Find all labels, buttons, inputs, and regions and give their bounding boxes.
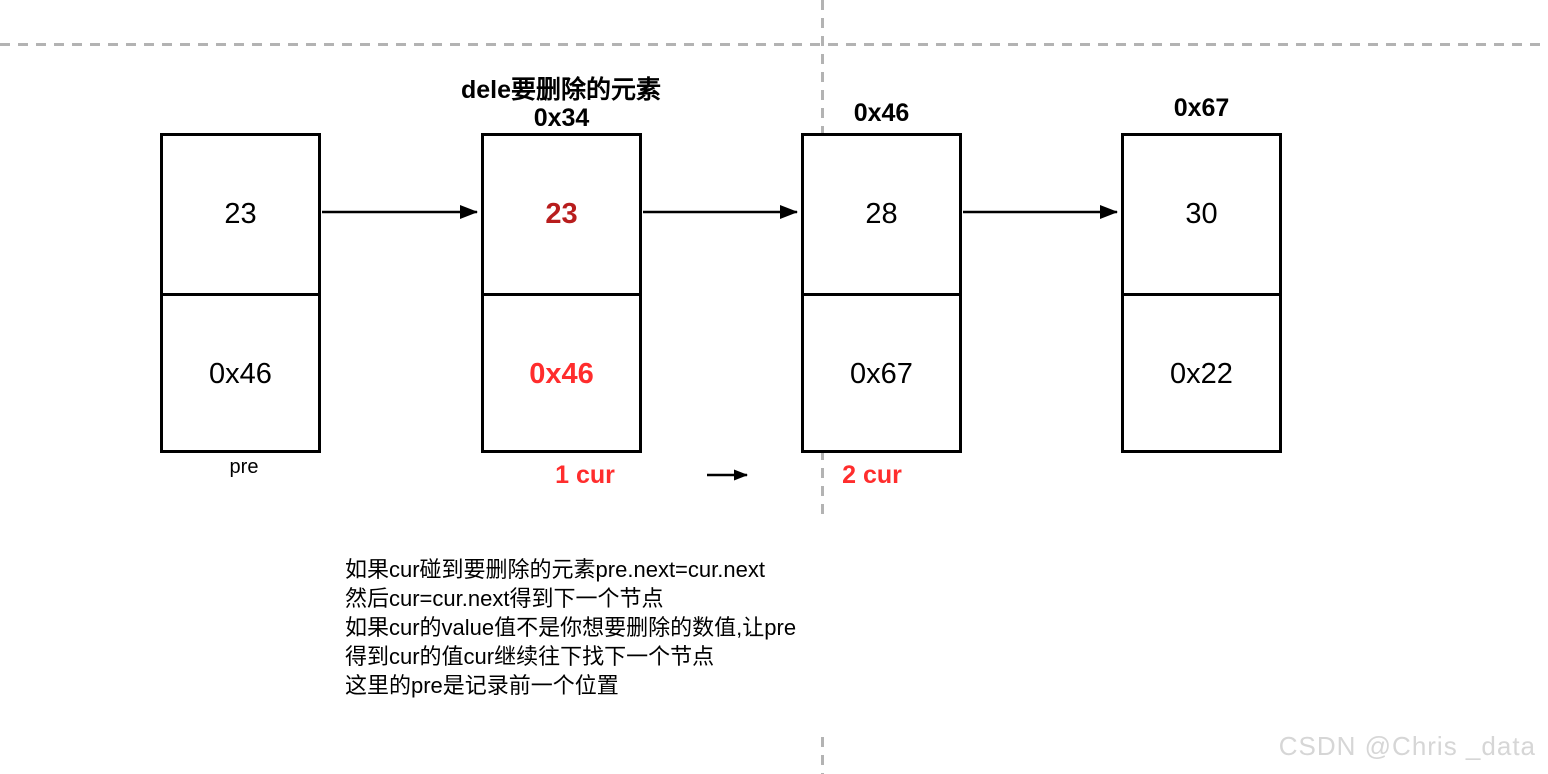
list-node-tail: 30 0x22 — [1121, 133, 1282, 453]
csdn-watermark: CSDN @Chris _data — [1278, 731, 1536, 761]
node-value: 28 — [804, 136, 959, 296]
cur-step1-label: 1 cur — [555, 461, 615, 489]
node-next-pointer: 0x67 — [850, 358, 913, 390]
node-address-0x67: 0x67 — [1173, 94, 1230, 122]
list-node-pre: 23 0x46 — [160, 133, 321, 453]
node-next-pointer: 0x46 — [209, 358, 272, 390]
note-line: 然后cur=cur.next得到下一个节点 — [345, 586, 664, 611]
horizontal-dashed-guide — [0, 43, 1548, 46]
node-address-0x46: 0x46 — [853, 99, 910, 127]
node-next-pointer: 0x22 — [1170, 358, 1233, 390]
note-line: 如果cur的value值不是你想要删除的数值,让pre — [345, 615, 797, 640]
diagram-title: dele要删除的元素 — [460, 76, 662, 104]
algorithm-notes: 如果cur碰到要删除的元素pre.next=cur.next 然后cur=cur… — [345, 555, 796, 700]
cur-step2-label: 2 cur — [842, 461, 902, 489]
node-value: 23 — [163, 136, 318, 296]
node-value: 30 — [1124, 136, 1279, 296]
note-line: 得到cur的值cur继续往下找下一个节点 — [345, 644, 715, 669]
node-address-0x34: 0x34 — [533, 104, 590, 132]
vertical-dashed-guide-bottom — [821, 737, 824, 774]
note-line: 如果cur碰到要删除的元素pre.next=cur.next — [345, 557, 765, 582]
node-value: 23 — [484, 136, 639, 296]
note-line: 这里的pre是记录前一个位置 — [345, 673, 619, 698]
list-node-delete-target: 23 0x46 — [481, 133, 642, 453]
node-next-pointer: 0x46 — [529, 358, 594, 390]
pre-pointer-label: pre — [229, 456, 259, 478]
list-node-cur: 28 0x67 — [801, 133, 962, 453]
